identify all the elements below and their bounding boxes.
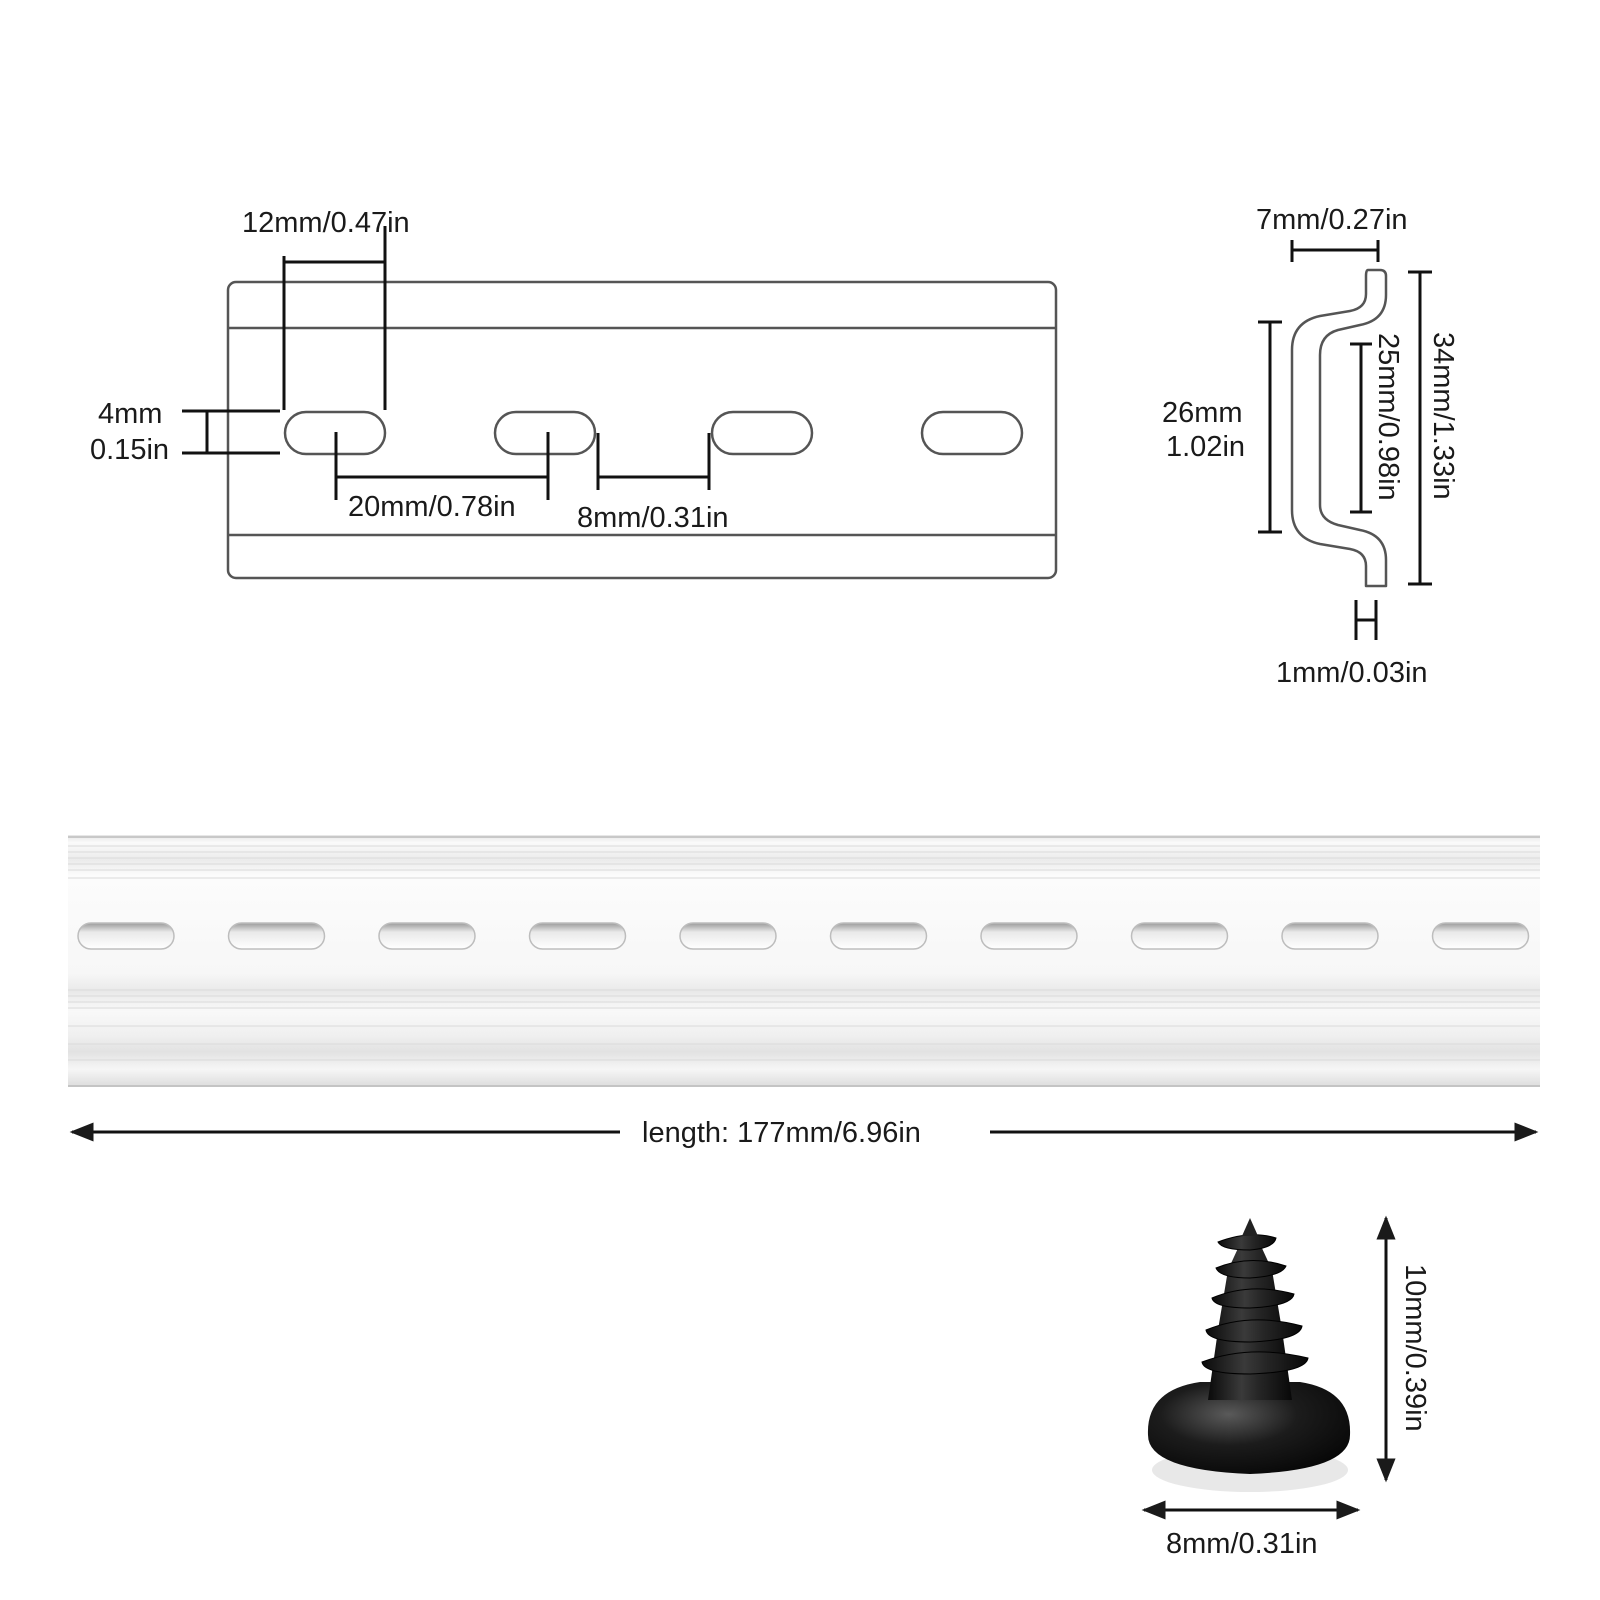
flange-width-label: 7mm/0.27in [1256,204,1408,236]
rail-slot [829,922,928,950]
rail-slot [1431,922,1530,950]
rail-slot [1281,922,1379,950]
rail-length-label: length: 177mm/6.96in [642,1117,921,1149]
rail-outline [226,280,1058,580]
rail-slot [980,922,1078,950]
slot-height-in-label: 0.15in [90,434,169,466]
profile-view-drawing [1290,268,1388,588]
rail-body [68,835,1540,1087]
slot-pitch-label: 20mm/0.78in [348,491,516,523]
screw-photo [1147,1218,1351,1492]
profile-view-dimension-lines [1258,240,1432,640]
screw-tip [1242,1218,1258,1236]
front-slot [710,410,814,456]
rail-slot [1130,922,1229,950]
rail-slot [77,922,175,950]
inner-channel-label: 25mm/0.98in [1372,333,1404,501]
screw-threads [1201,1234,1309,1375]
rail-slot [378,922,476,950]
front-slot [493,410,597,456]
rail-slot [679,922,777,950]
screw-height-label: 10mm/0.39in [1399,1264,1431,1432]
front-view-drawing [226,280,1058,580]
slot-gap-label: 8mm/0.31in [577,502,729,534]
front-view-dimension-lines [182,226,711,500]
rail-slot [227,922,326,950]
rail-profile-outline [1290,268,1388,588]
front-slot [920,410,1024,456]
outer-channel-mm-label: 26mm [1162,397,1243,429]
outer-channel-in-label: 1.02in [1166,431,1245,463]
rail-slot [528,922,627,950]
screw-head [1147,1382,1351,1474]
rail-photo [68,835,1540,1087]
screw-width-label: 8mm/0.31in [1166,1528,1318,1560]
thickness-label: 1mm/0.03in [1276,657,1428,689]
screw-dimension-lines [1141,1215,1396,1520]
total-height-label: 34mm/1.33in [1427,332,1459,500]
slot-height-mm-label: 4mm [98,398,162,430]
slot-length-label: 12mm/0.47in [242,207,410,239]
